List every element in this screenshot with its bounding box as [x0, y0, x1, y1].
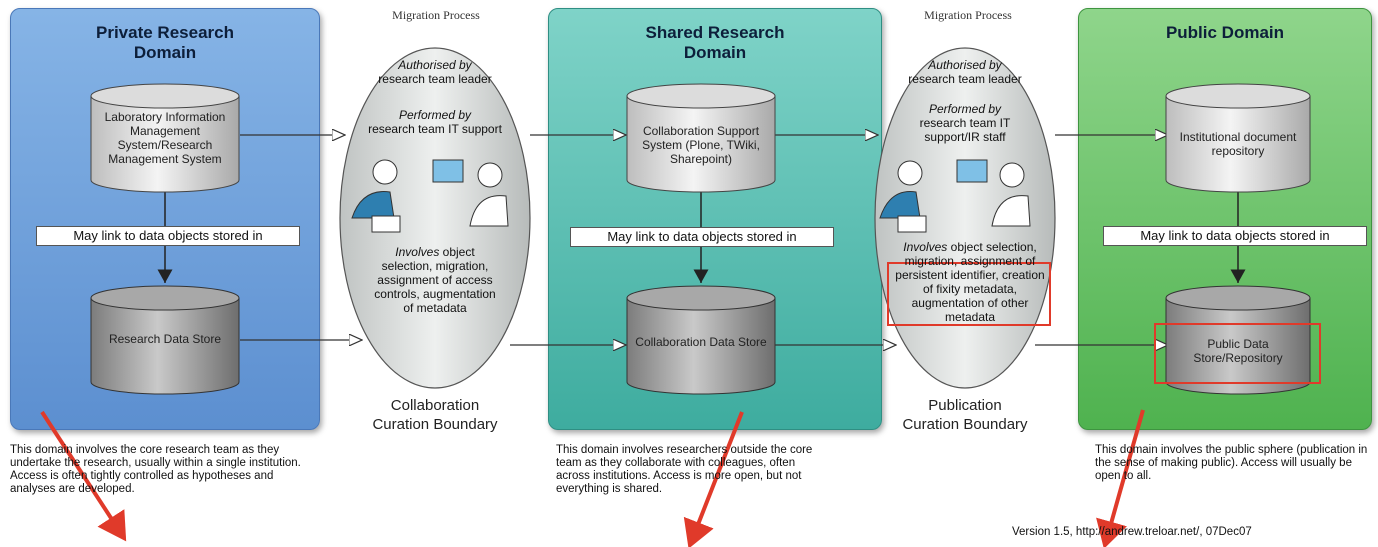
- red-annotation-arrow-shared: [683, 411, 744, 547]
- publication-migration-ellipse: [874, 47, 1056, 389]
- collab-store-label: Collaboration Data Store: [635, 335, 767, 349]
- red-annotation-arrow-private: [40, 410, 127, 542]
- public-domain-description: This domain involves the public sphere (…: [1095, 444, 1368, 482]
- inst-repo-label: Institutional document repository: [1179, 130, 1297, 158]
- collab-support-label: Collaboration Support System (Plone, TWi…: [642, 124, 760, 166]
- migration-process-label-1: Migration Process: [392, 8, 480, 22]
- migration-2-performed: Performed by research team IT support/IR…: [919, 102, 1011, 144]
- collab-store-cylinder: [626, 285, 776, 395]
- people-icon: [351, 159, 509, 233]
- link-label-shared: May link to data objects stored in: [570, 227, 834, 247]
- collaboration-migration-ellipse: [339, 47, 531, 389]
- lims-cylinder: [90, 83, 240, 193]
- highlight-box-persistent-identifier: [887, 262, 1051, 326]
- inst-repo-cylinder: [1165, 83, 1311, 193]
- migration-process-label-2: Migration Process: [924, 8, 1012, 22]
- lims-label: Laboratory Information Management System…: [104, 110, 226, 166]
- migration-1-involves: Involves object selection, migration, as…: [374, 245, 496, 315]
- research-store-label: Research Data Store: [108, 332, 222, 346]
- migration-1-authorised: Authorised by research team leader: [378, 58, 492, 86]
- shared-domain-title: Shared Research Domain: [645, 23, 785, 62]
- public-store-cylinder: [1165, 285, 1311, 395]
- publication-boundary-label: Publication Curation Boundary: [902, 397, 1028, 433]
- public-domain-title: Public Domain: [1165, 23, 1285, 42]
- migration-2-involves: Involves object selection, migration, as…: [895, 240, 1045, 324]
- research-store-cylinder: [90, 285, 240, 395]
- private-domain-description: This domain involves the core research t…: [10, 444, 301, 495]
- collaboration-boundary-label: Collaboration Curation Boundary: [372, 397, 498, 433]
- link-label-private: May link to data objects stored in: [36, 226, 300, 246]
- collab-support-cylinder: [626, 83, 776, 193]
- people-icon: [879, 159, 1031, 233]
- highlight-box-public-data-store: [1154, 323, 1321, 384]
- private-domain-title: Private Research Domain: [96, 23, 234, 62]
- red-annotation-arrow-public: [1096, 409, 1145, 547]
- version-note: Version 1.5, http://andrew.treloar.net/,…: [1012, 526, 1252, 538]
- migration-2-authorised: Authorised by research team leader: [908, 58, 1022, 86]
- public-store-label: Public Data Store/Repository: [1193, 337, 1283, 365]
- shared-domain-description: This domain involves researchers outside…: [556, 444, 813, 495]
- link-label-public: May link to data objects stored in: [1103, 226, 1367, 246]
- migration-1-performed: Performed by research team IT support: [368, 108, 502, 136]
